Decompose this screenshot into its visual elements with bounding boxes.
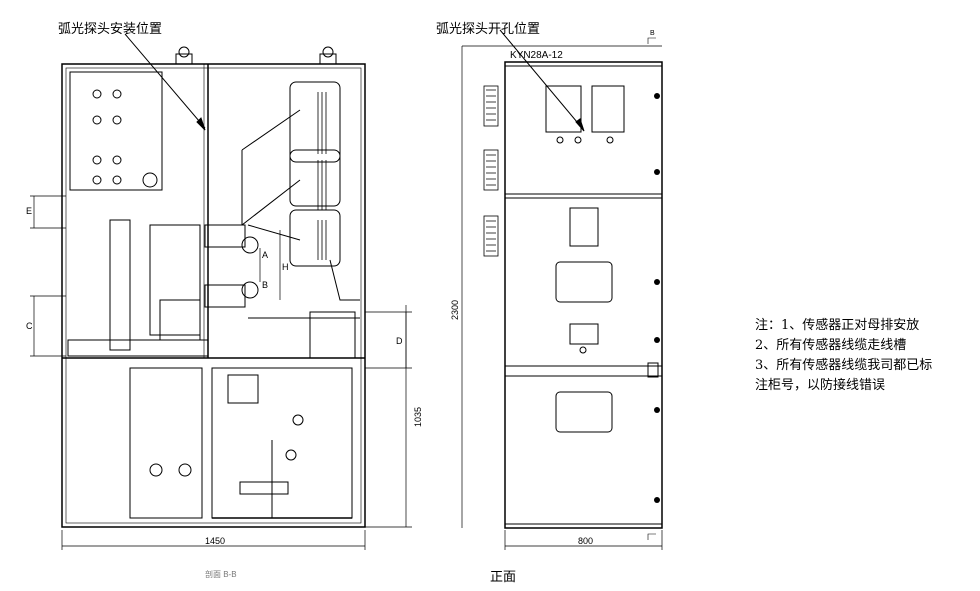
note-line: 注：1、传感器正对母排安放 bbox=[755, 318, 920, 333]
dim-width-front: 800 bbox=[578, 536, 594, 546]
dim-b: B bbox=[262, 280, 269, 290]
install-position-label: 弧光探头安装位置 bbox=[58, 22, 163, 37]
front-view-cabinet bbox=[461, 29, 663, 550]
note-line: 2、所有传感器线缆走线槽 bbox=[755, 338, 907, 353]
install-position-leader bbox=[124, 33, 206, 129]
dim-height-total: 2300 bbox=[450, 299, 461, 321]
insulator-bushings bbox=[317, 92, 327, 260]
notes: 注：1、传感器正对母排安放 2、所有传感器线缆走线槽 3、所有传感器线缆我司都已… bbox=[755, 316, 932, 396]
hole-position-label: 弧光探头开孔位置 bbox=[436, 22, 541, 37]
lv-compartment-holes bbox=[92, 89, 158, 188]
section-mark: B bbox=[650, 30, 655, 37]
front-view-label: 正面 bbox=[490, 570, 517, 585]
hole-position-leader bbox=[499, 29, 583, 129]
probe-bushings bbox=[483, 85, 499, 257]
note-line: 注柜号，以防接线错误 bbox=[755, 378, 886, 393]
section-view-label: 剖面 B-B bbox=[205, 570, 237, 579]
dim-e: E bbox=[26, 206, 33, 216]
dim-h: H bbox=[282, 262, 289, 272]
note-line: 3、所有传感器线缆我司都已标 bbox=[755, 358, 933, 373]
dim-width-side: 1450 bbox=[205, 536, 226, 546]
front-handles bbox=[654, 93, 660, 503]
dim-height-lower: 1035 bbox=[413, 406, 424, 428]
dim-c: C bbox=[26, 321, 33, 331]
dim-a: A bbox=[262, 250, 269, 260]
side-section-cabinet bbox=[30, 33, 412, 550]
dim-d: D bbox=[396, 336, 403, 346]
model-label: KYN28A-12 bbox=[510, 50, 563, 61]
